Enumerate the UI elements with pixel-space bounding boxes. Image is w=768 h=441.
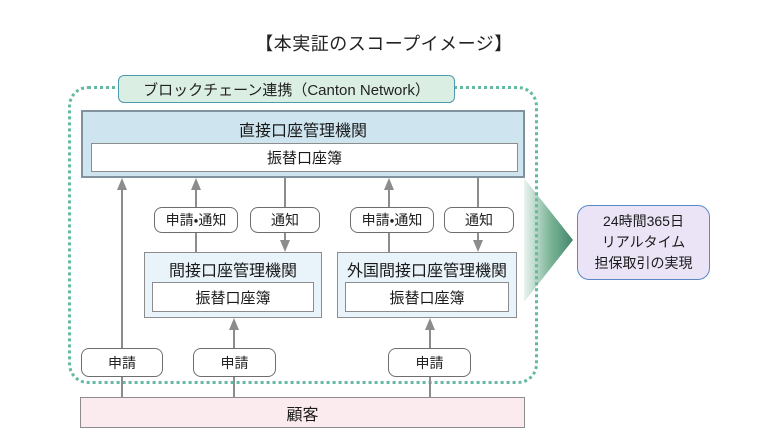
outcome-line-1: 24時間365日 [603,213,684,229]
direct-account-institution-label: 直接口座管理機関 [238,123,367,140]
notify-label-left: 通知 [250,207,320,233]
foreign-indirect-account-institution-label: 外国間接口座管理機関 [346,262,507,280]
apply-label-left: 申請 [81,348,163,377]
direct-ledger-box: 振替口座簿 [91,143,518,172]
foreign-indirect-account-institution-box: 外国間接口座管理機関 振替口座簿 [337,252,517,318]
outcome-line-2: リアルタイム [601,234,686,250]
diagram-title: 【本実証のスコープイメージ】 [255,34,513,54]
indirect-account-institution-label: 間接口座管理機関 [168,262,297,280]
apply-notify-label-right: 申請・通知 [350,207,434,233]
indirect-account-institution-box: 間接口座管理機関 振替口座簿 [144,252,322,318]
outcome-line-3: 担保取引の実現 [594,255,693,271]
customer-box: 顧客 [80,397,525,428]
apply-label-right: 申請 [388,348,471,377]
foreign-indirect-ledger-box: 振替口座簿 [345,282,509,312]
indirect-ledger-box: 振替口座簿 [152,282,314,312]
apply-notify-label-left: 申請・通知 [154,207,238,233]
direct-account-institution-box: 直接口座管理機関 振替口座簿 [81,110,525,178]
blockchain-network-label: ブロックチェーン連携（Canton Network） [118,75,455,103]
outcome-box: 24時間365日 リアルタイム 担保取引の実現 [577,205,710,280]
apply-label-middle: 申請 [193,348,276,377]
notify-label-right: 通知 [444,207,514,233]
